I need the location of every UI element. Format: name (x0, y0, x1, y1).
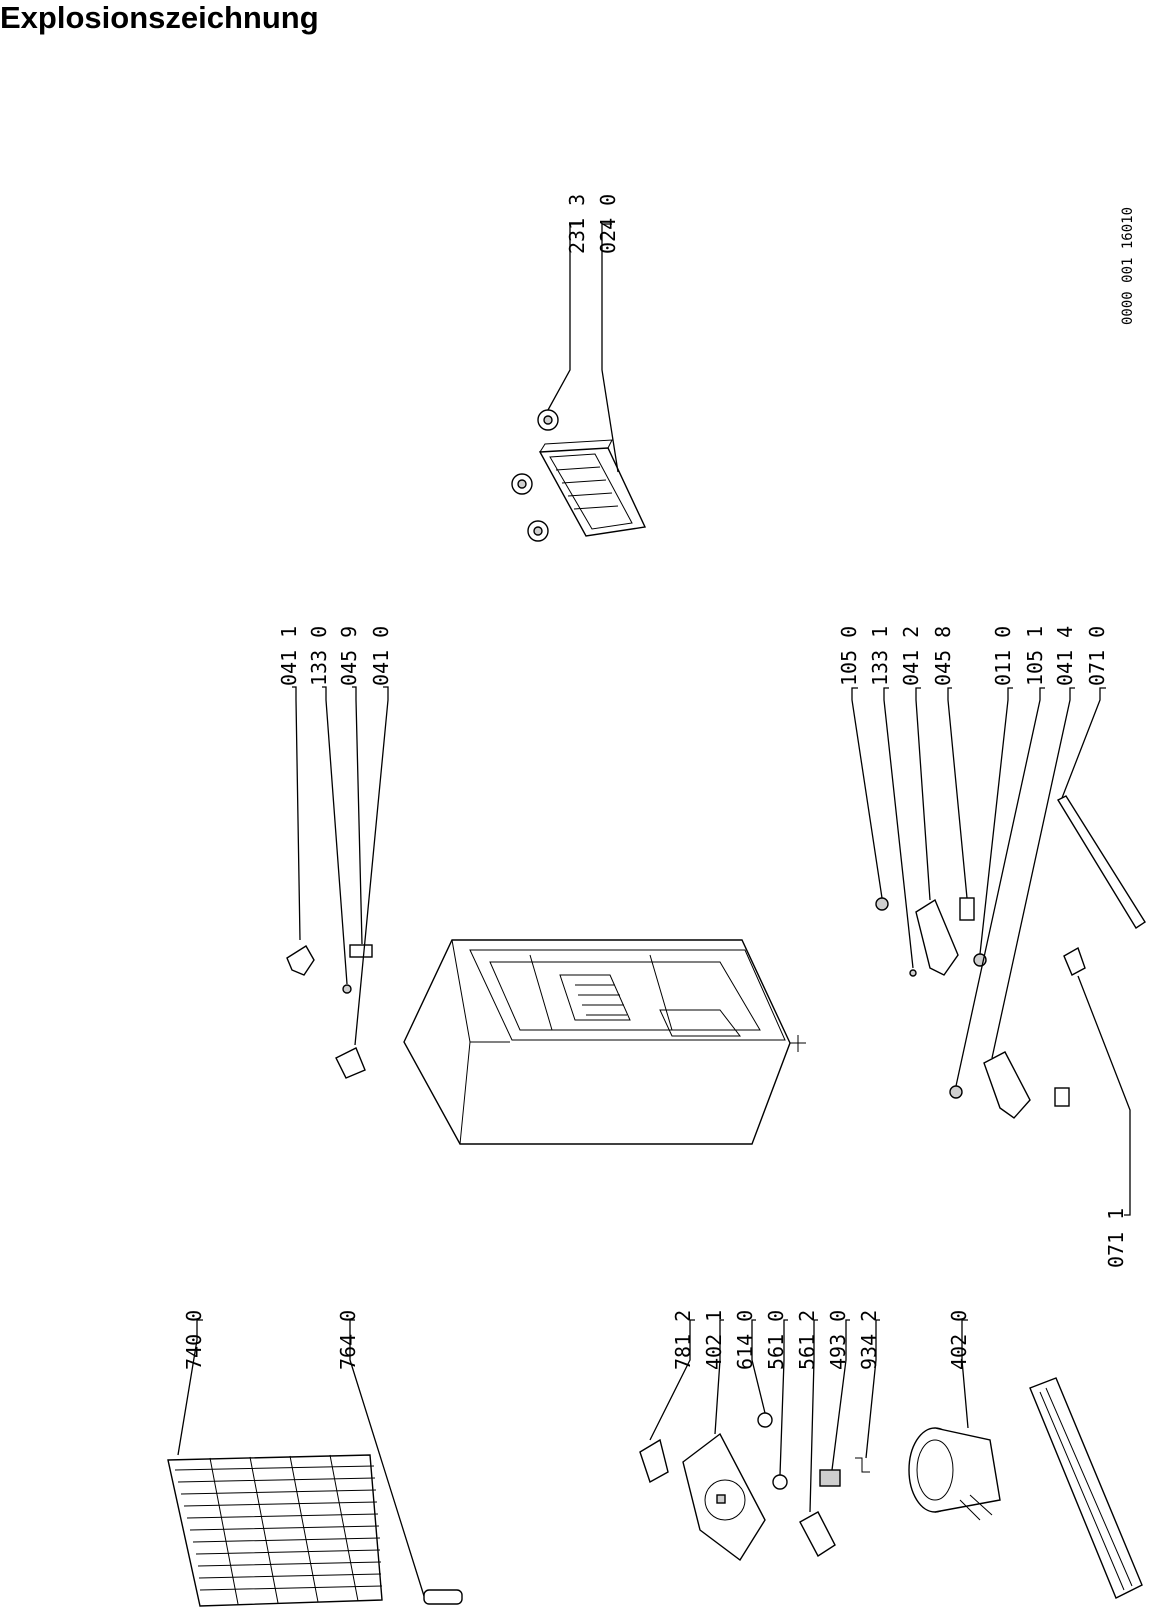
label-045-9: 045 9 (337, 626, 361, 686)
leader-740-0 (177, 1319, 203, 1456)
leader-402-0 (961, 1319, 969, 1429)
leader-614-0 (751, 1319, 766, 1414)
leader-024-0 (601, 223, 619, 473)
compressor-part (908, 1427, 1001, 1521)
leader-105-1 (955, 687, 1045, 1087)
label-781-2: 781 2 (671, 1310, 695, 1370)
label-024-0: 024 0 (596, 194, 620, 254)
label-561-2: 561 2 (795, 1310, 819, 1370)
label-561-0: 561 0 (764, 1310, 788, 1370)
leader-133-1 (883, 687, 914, 969)
leader-041-4 (991, 687, 1075, 1059)
leader-071-1 (1077, 975, 1131, 1216)
leader-493-0 (831, 1319, 850, 1471)
leader-231-3 (547, 223, 581, 411)
label-614-0: 614 0 (733, 1310, 757, 1370)
refrigerator-cabinet (403, 939, 806, 1145)
label-764-0: 764 0 (336, 1310, 360, 1370)
leader-133-0 (322, 686, 348, 985)
label-041-2: 041 2 (899, 626, 923, 686)
page-title: Explosionszeichnung (0, 0, 319, 35)
base-rail-part (1029, 1377, 1143, 1599)
label-041-0: 041 0 (369, 626, 393, 686)
leader-781-2 (649, 1319, 695, 1441)
label-740-0: 740 0 (182, 1310, 206, 1370)
label-071-1: 071 1 (1104, 1208, 1128, 1268)
leader-402-1 (714, 1319, 724, 1435)
label-402-0: 402 0 (947, 1310, 971, 1370)
leader-041-0 (354, 686, 389, 1046)
leader-045-8 (947, 687, 968, 899)
drawing-code: 0000 001 16010 (1120, 207, 1136, 325)
leader-764-0 (349, 1319, 425, 1597)
leader-041-2 (915, 687, 931, 901)
label-041-4: 041 4 (1053, 626, 1077, 686)
leader-041-1 (292, 686, 301, 941)
label-133-0: 133 0 (307, 626, 331, 686)
door-shelf-part (538, 439, 647, 537)
upper-hinge-parts (286, 944, 373, 1079)
knob-part (511, 409, 559, 542)
label-105-1: 105 1 (1023, 626, 1047, 686)
label-011-0: 011 0 (991, 626, 1015, 686)
leader-105-0 (851, 687, 883, 899)
electrical-parts (639, 1412, 870, 1562)
label-493-0: 493 0 (826, 1310, 850, 1370)
leader-561-0 (779, 1319, 788, 1476)
leader-045-9 (352, 686, 363, 945)
label-402-1: 402 1 (702, 1310, 726, 1370)
leader-561-2 (809, 1319, 818, 1513)
label-041-1: 041 1 (277, 626, 301, 686)
label-934-2: 934 2 (857, 1310, 881, 1370)
label-105-0: 105 0 (837, 626, 861, 686)
label-045-8: 045 8 (931, 626, 955, 686)
label-071-0: 071 0 (1085, 626, 1109, 686)
leader-011-0 (979, 687, 1013, 955)
leader-934-2 (865, 1319, 880, 1459)
label-133-1: 133 1 (868, 626, 892, 686)
leader-071-0 (1061, 687, 1106, 799)
lower-hinge-parts (875, 795, 1146, 1119)
label-231-3: 231 3 (565, 194, 589, 254)
condenser-part (167, 1454, 463, 1607)
